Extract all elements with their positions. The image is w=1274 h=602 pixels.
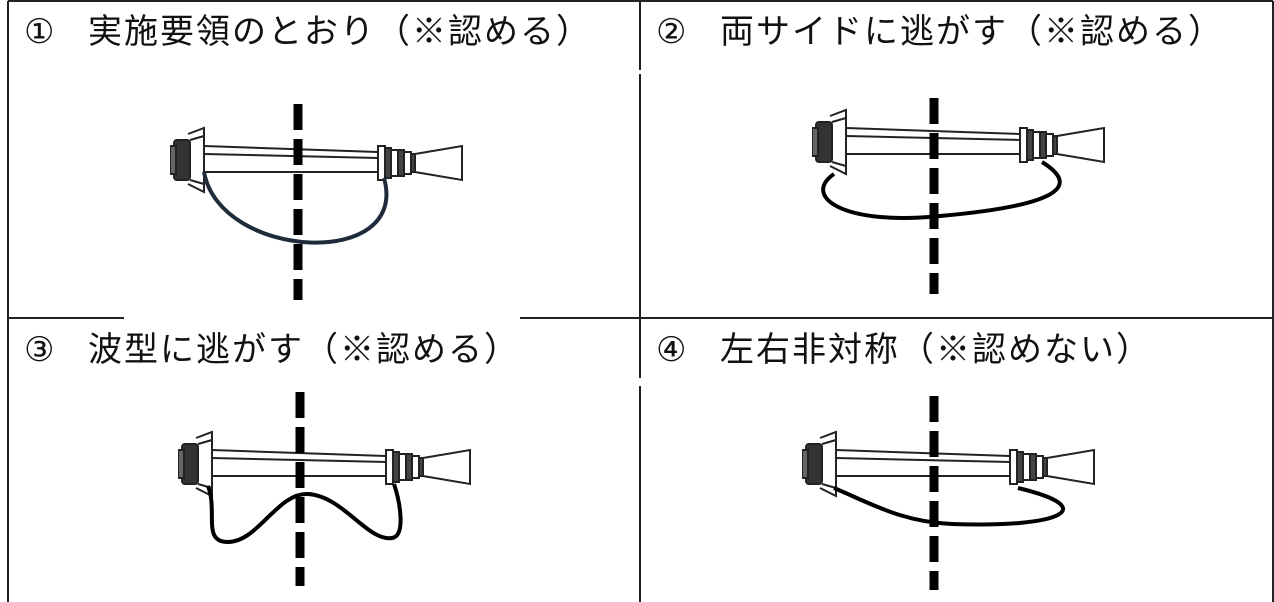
panel-1-caption: ① 実施要領のとおり（※認める） [24, 10, 592, 54]
hose-line [206, 483, 403, 545]
panel-3-number: ③ [24, 330, 57, 370]
hose-line [833, 486, 1066, 527]
panel-2-number: ② [656, 12, 689, 52]
panel-3-caption: ③ 波型に逃がす（※認める） [24, 328, 520, 372]
panel-2-caption: ② 両サイドに逃がす（※認める） [656, 10, 1224, 54]
panel-2-text: 両サイドに逃がす（※認める） [720, 12, 1224, 52]
panel-3: ③ 波型に逃がす（※認める） [8, 318, 640, 602]
panel-4-caption: ④ 左右非対称（※認めない） [656, 328, 1152, 372]
panel-1-number: ① [24, 12, 57, 52]
hose-line [202, 171, 389, 245]
panel-2: ② 両サイドに逃がす（※認める） [640, 0, 1274, 318]
figure-2-both-sides-hose [812, 98, 1105, 294]
panel-3-text: 波型に逃がす（※認める） [88, 330, 520, 370]
figure-4-asymmetric-hose [802, 396, 1095, 590]
panel-4-number: ④ [656, 330, 689, 370]
panel-1-text: 実施要領のとおり（※認める） [88, 12, 592, 52]
panel-4-text: 左右非対称（※認めない） [720, 330, 1152, 370]
figure-1-standard-hose [170, 104, 463, 300]
panel-4: ④ 左右非対称（※認めない） [640, 318, 1274, 602]
panel-1: ① 実施要領のとおり（※認める） [8, 0, 640, 318]
hose-line [821, 160, 1062, 220]
figure-3-wave-hose [178, 392, 471, 586]
